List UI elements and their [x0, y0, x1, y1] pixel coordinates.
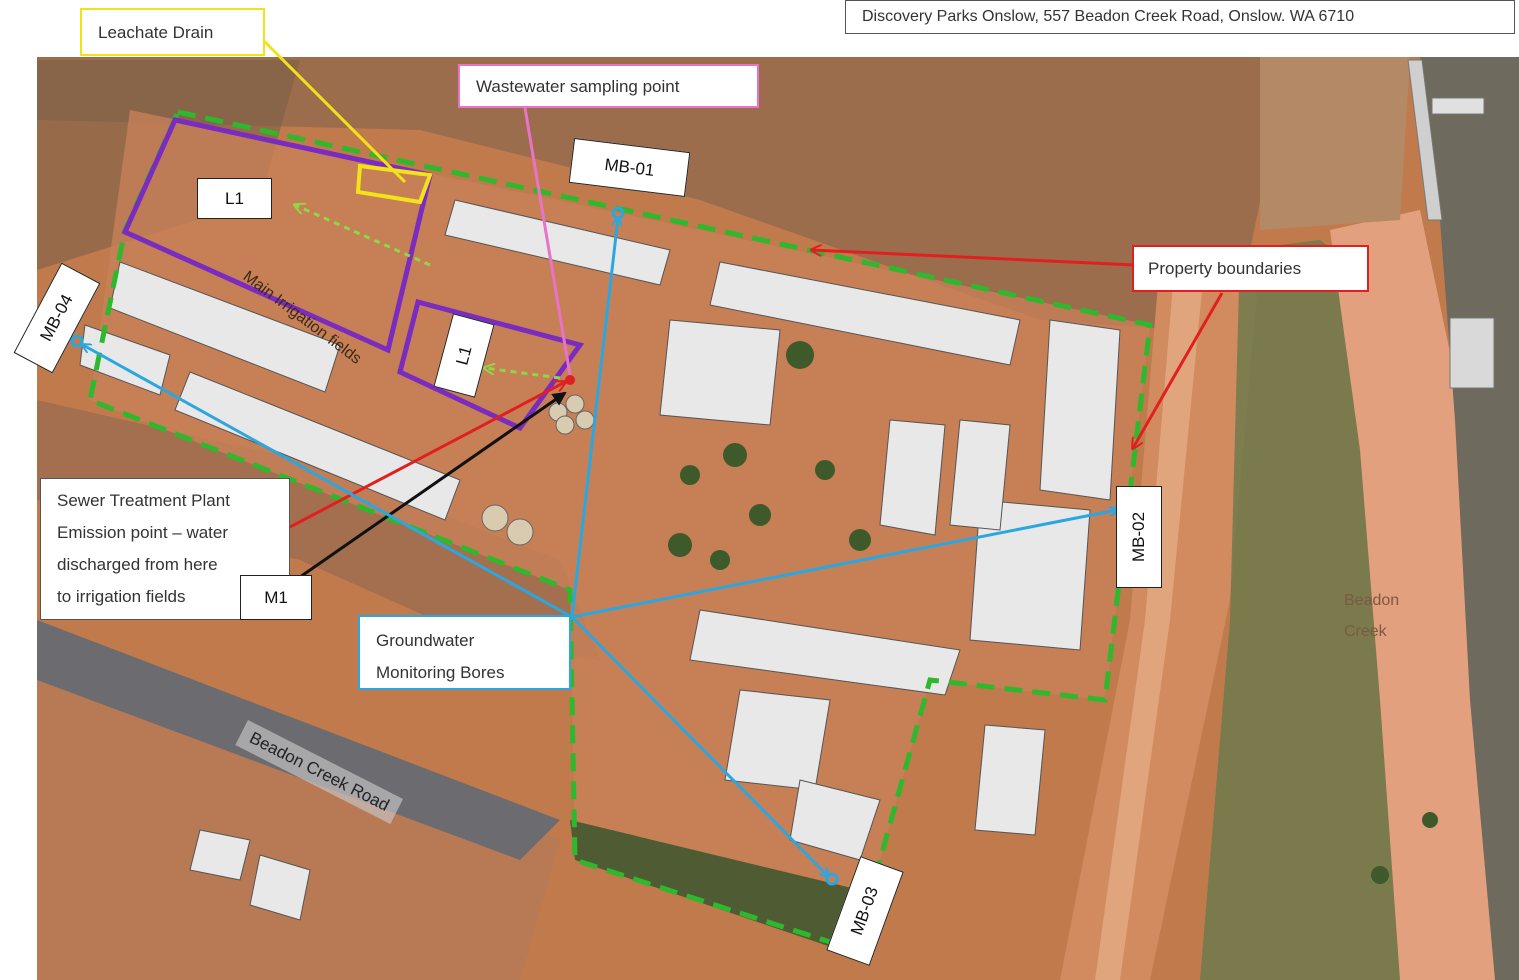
- zone-label-l1-north: L1: [197, 178, 272, 219]
- trees: [668, 341, 1438, 884]
- wastewater-sampling-callout: Wastewater sampling point: [458, 64, 759, 108]
- sewer-line-3: discharged from here: [57, 555, 218, 574]
- creek-name-label: Beadon Creek: [1344, 585, 1399, 647]
- sampling-point-marker: [565, 375, 575, 385]
- sewer-line-1: Sewer Treatment Plant: [57, 491, 230, 510]
- irrigation-flow-arrow-north: [295, 205, 431, 267]
- site-address-box: Discovery Parks Onslow, 557 Beadon Creek…: [845, 0, 1515, 34]
- irrigation-zone-l1-north: [121, 117, 434, 354]
- property-boundaries-callout: Property boundaries: [1132, 245, 1369, 292]
- sewer-emission-callout: Sewer Treatment Plant Emission point – w…: [40, 478, 290, 620]
- sampling-leader-line: [523, 107, 572, 376]
- leachate-drain-callout: Leachate Drain: [80, 8, 265, 56]
- beadon-creek-water: [1420, 57, 1519, 980]
- sewer-line-4: to irrigation fields: [57, 587, 186, 606]
- creek-beach: [1330, 210, 1519, 980]
- beadon-creek-road-surface: [37, 620, 560, 860]
- vegetated-plot: [570, 820, 860, 950]
- property-arrow-north: [812, 250, 1136, 267]
- creek-line-1: Beadon: [1344, 592, 1400, 609]
- site-address-text: Discovery Parks Onslow, 557 Beadon Creek…: [862, 8, 1355, 25]
- treatment-tanks: [481, 394, 595, 546]
- irrigation-zone-l1-south: [397, 298, 585, 432]
- sewer-line-2: Emission point – water: [57, 523, 229, 542]
- building-blocks: [79, 199, 1121, 921]
- leachate-drain-outline: [355, 163, 433, 205]
- wastewater-sampling-label: Wastewater sampling point: [476, 77, 680, 96]
- groundwater-line-2: Monitoring Bores: [376, 663, 505, 682]
- bore-label-mb02: MB-02: [1116, 486, 1162, 588]
- bore-marker-mb04: [70, 334, 84, 348]
- leachate-leader-line: [261, 38, 407, 184]
- scrub-west: [37, 400, 600, 660]
- emission-arrow: [289, 382, 565, 529]
- bore-arrows: [83, 218, 1117, 876]
- bore-marker-mb01: [611, 206, 625, 220]
- property-boundaries-label: Property boundaries: [1148, 259, 1302, 278]
- wharf-yard: [1260, 57, 1410, 230]
- irrigation-flow-arrow-south: [485, 368, 561, 380]
- zone-label-m1: M1: [240, 575, 312, 620]
- groundwater-bores-callout: Groundwater Monitoring Bores: [358, 615, 571, 690]
- m1-arrow: [299, 391, 567, 579]
- jetty: [1407, 59, 1495, 389]
- property-arrow-east: [1133, 292, 1224, 448]
- creek-line-2: Creek: [1344, 623, 1387, 640]
- leachate-drain-label: Leachate Drain: [98, 23, 214, 42]
- main-road: [1095, 260, 1205, 980]
- groundwater-line-1: Groundwater: [376, 631, 475, 650]
- bore-marker-mb03: [825, 872, 839, 886]
